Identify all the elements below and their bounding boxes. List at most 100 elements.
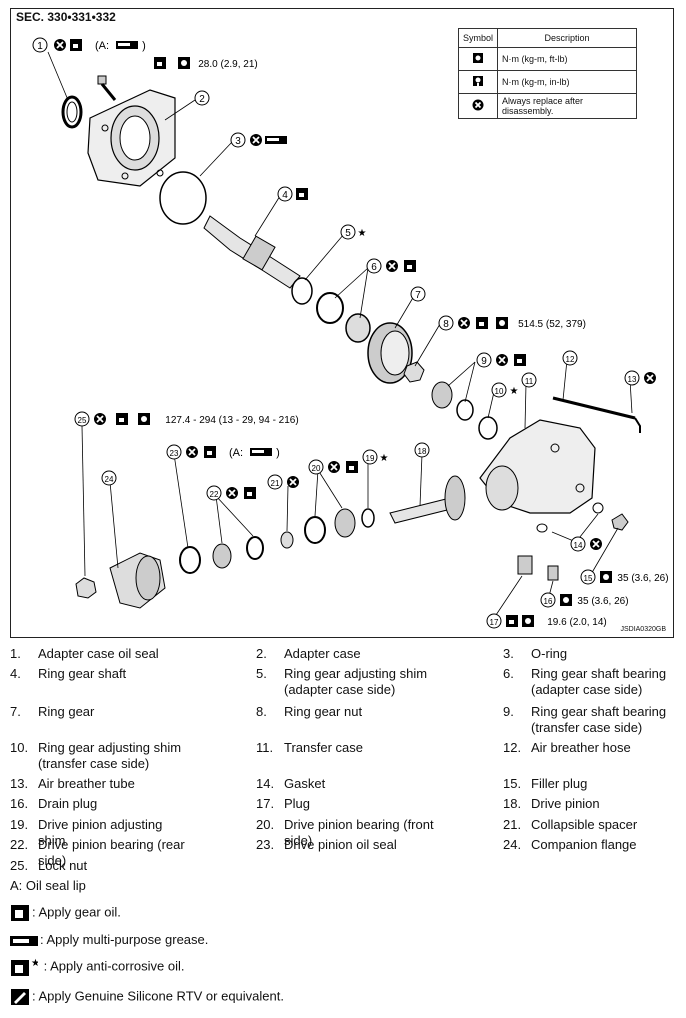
legend-item: 24. Companion flange — [503, 837, 683, 853]
replace-icon — [472, 99, 484, 111]
legend-item-number: 15. — [503, 776, 522, 791]
drive-pinion-adjusting-shim — [361, 508, 375, 528]
svg-text:12: 12 — [566, 355, 575, 364]
svg-text:3: 3 — [235, 136, 241, 147]
svg-text:7: 7 — [415, 290, 421, 301]
note-anticorrosive: ★ : Apply anti-corrosive oil. — [10, 957, 185, 977]
drive-pinion — [389, 475, 466, 524]
legend-item-name-line1: Ring gear shaft bearing — [531, 704, 667, 719]
svg-text:17: 17 — [490, 618, 499, 627]
legend-item-name-line1: Ring gear adjusting shim — [38, 740, 182, 755]
svg-text:15: 15 — [584, 574, 593, 583]
legend-item-name: Air breather hose — [531, 740, 683, 756]
note-a: A: Oil seal lip — [10, 878, 86, 893]
symbol-desc-replace: Always replace after disassembly. — [497, 93, 638, 119]
ring-gear-adjusting-shim-adapter — [291, 277, 313, 305]
note-gear-oil-text: : Apply gear oil. — [32, 904, 121, 920]
legend-item-number: 24. — [503, 837, 522, 852]
legend-item-number: 2. — [256, 646, 267, 661]
gasket — [592, 502, 604, 514]
legend-item-name-line1: Drive pinion adjusting shim — [38, 817, 163, 848]
legend-item-name: Lock nut — [38, 858, 190, 874]
legend-item-name-line1: Drive pinion oil seal — [284, 837, 397, 852]
svg-text:4: 4 — [282, 190, 288, 201]
legend-item-name: Adapter case oil seal — [38, 646, 190, 662]
svg-text:18: 18 — [418, 447, 427, 456]
legend-item-number: 22. — [10, 837, 29, 852]
svg-text:22: 22 — [210, 490, 219, 499]
callout-23-note: (A: — [229, 447, 243, 459]
legend-item: 23.Drive pinion oil seal — [256, 837, 436, 853]
callout-25: 25 — [74, 411, 90, 427]
ring-gear-shaft-bearing-adapter — [316, 292, 371, 343]
legend-item-name-line1: Drive pinion bearing (front side) — [284, 817, 434, 848]
svg-text:): ) — [276, 447, 280, 459]
legend-item: 15. Filler plug — [503, 776, 683, 792]
ring-gear-adjusting-shim-transfer — [478, 416, 498, 440]
legend-item: 10. Ring gear adjusting shim(transfer cas… — [10, 740, 190, 772]
ring-gear — [367, 322, 413, 384]
legend-item: 14.Gasket — [256, 776, 436, 792]
svg-text:2: 2 — [199, 94, 205, 105]
legend-item: 19.Drive pinion adjusting shim — [10, 817, 190, 849]
legend-item: 6.Ring gear shaft bearing(adapter case s… — [503, 666, 683, 698]
legend-item: 3.O-ring — [503, 646, 683, 662]
legend-item-name: Ring gear shaft — [38, 666, 190, 682]
legend-item-name: Filler plug — [531, 776, 683, 792]
legend-item-name: Drive pinion bearing (rear side) — [38, 837, 190, 869]
torque-in-icon — [473, 76, 483, 86]
legend-item-name: Ring gear adjusting shim(transfer case s… — [38, 740, 190, 772]
legend-item-number: 4. — [10, 666, 21, 681]
callout-6: 6 — [366, 258, 382, 274]
svg-text:19: 19 — [366, 454, 375, 463]
callout-18: 18 — [414, 442, 430, 458]
legend-item-name-line1: Gasket — [284, 776, 326, 791]
callout-24: 24 — [101, 470, 117, 486]
legend-item: 9.Ring gear shaft bearing(transfer case … — [503, 704, 683, 736]
svg-text:23: 23 — [170, 449, 179, 458]
drive-pinion-bearing-front — [304, 508, 356, 544]
legend-item-number: 8. — [256, 704, 267, 719]
legend-item-name-line2: (adapter case side) — [284, 682, 396, 697]
legend-item-number: 5. — [256, 666, 267, 681]
callout-14: 14 — [570, 536, 586, 552]
legend-item-number: 20. — [256, 817, 275, 832]
legend-item-number: 1. — [10, 646, 21, 661]
svg-text:13: 13 — [628, 375, 637, 384]
legend-item-name-line1: Ring gear shaft — [38, 666, 127, 681]
legend-item: 1. Adapter case oil seal — [10, 646, 190, 662]
legend-item: 2.Adapter case — [256, 646, 436, 662]
legend-item-number: 10. — [10, 740, 29, 755]
svg-text:25: 25 — [78, 416, 87, 425]
note-rtv-text: : Apply Genuine Silicone RTV or equivale… — [32, 988, 284, 1004]
drive-pinion-bearing-rear — [212, 536, 264, 569]
callout-20: 20 — [308, 459, 324, 475]
callout-8: 8 — [438, 315, 454, 331]
legend-item-name-line1: Filler plug — [531, 776, 588, 791]
svg-text:1: 1 — [37, 41, 43, 52]
symbol-table: Symbol Description N·m (kg-m, ft-lb) N·m… — [457, 28, 638, 119]
svg-text:9: 9 — [481, 356, 487, 367]
legend-item-number: 13. — [10, 776, 29, 791]
legend-item: 4. Ring gear shaft — [10, 666, 190, 682]
callout-5: 5 — [340, 224, 356, 240]
drive-pinion-oil-seal — [179, 546, 201, 574]
legend-item: 17.Plug — [256, 796, 436, 812]
legend-item-name-line1: Adapter case oil seal — [38, 646, 159, 661]
callout-23: 23 — [166, 444, 182, 460]
note-grease: : Apply multi-purpose grease. — [10, 932, 208, 948]
callout-16: 16 — [540, 592, 556, 608]
callout-21: 21 — [267, 474, 283, 490]
legend-item-name-line1: Ring gear adjusting shim — [284, 666, 428, 681]
svg-text:★: ★ — [31, 958, 38, 969]
legend-item-name-line2: (transfer case side) — [38, 756, 150, 771]
collapsible-spacer — [280, 531, 294, 549]
image-code: JSDIA0320GB — [620, 626, 666, 633]
legend-item-name: Companion flange — [531, 837, 683, 853]
note-gear-oil: : Apply gear oil. — [10, 904, 121, 922]
legend-item-name-line1: Collapsible spacer — [531, 817, 638, 832]
transfer-case — [479, 419, 596, 514]
callout-9: 9 — [476, 352, 492, 368]
legend-item: 16.Drain plug — [10, 796, 190, 812]
svg-text:★: ★ — [380, 453, 389, 464]
